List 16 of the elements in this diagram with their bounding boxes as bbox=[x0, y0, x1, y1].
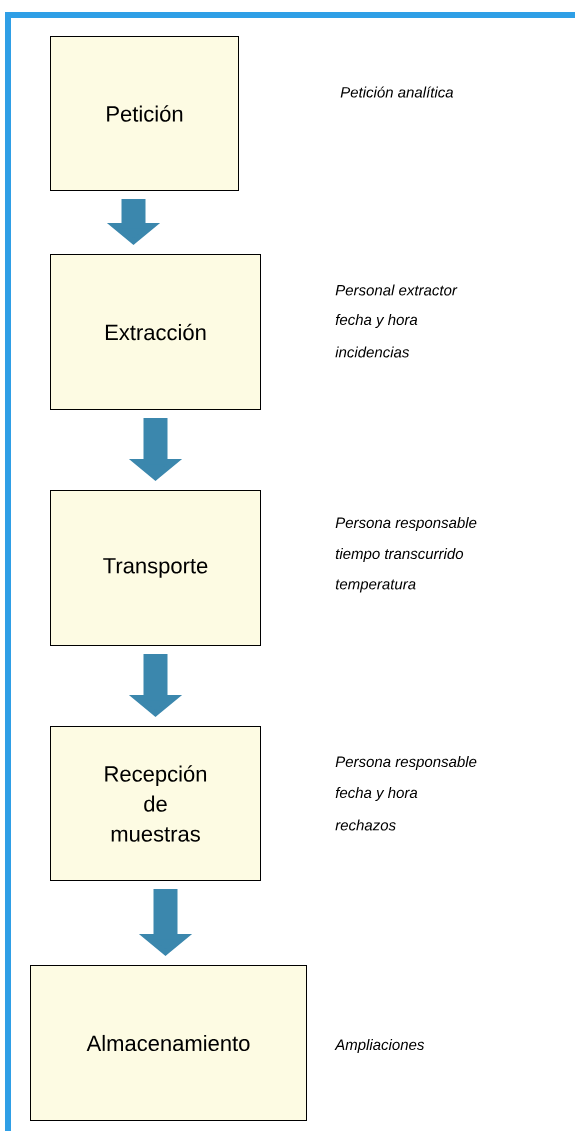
process-box: Petición bbox=[50, 36, 239, 191]
side-note: Personal extractor bbox=[335, 284, 458, 296]
side-note: tiempo transcurrido bbox=[335, 548, 464, 562]
side-note: Ampliaciones bbox=[334, 1039, 425, 1053]
side-note: temperatura bbox=[335, 579, 416, 593]
side-note: Persona responsable bbox=[335, 756, 477, 770]
side-note: incidencias bbox=[335, 346, 410, 358]
side-note: Persona responsable bbox=[335, 517, 477, 531]
process-box: Extracción bbox=[50, 254, 261, 410]
side-note: fecha y hora bbox=[335, 314, 418, 328]
side-note: rechazos bbox=[335, 819, 396, 831]
process-box: Transporte bbox=[50, 490, 261, 646]
process-box: Recepción de muestras bbox=[50, 726, 261, 881]
side-note: Petición analítica bbox=[340, 86, 454, 98]
process-box: Almacenamiento bbox=[30, 965, 307, 1121]
side-note: fecha y hora bbox=[335, 787, 418, 801]
